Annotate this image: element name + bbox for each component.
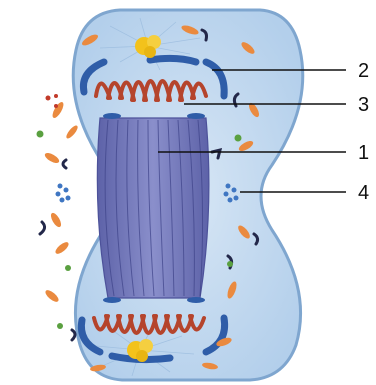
spindle-fibers	[97, 118, 209, 298]
callout-label-1: 1	[358, 142, 369, 164]
callout-label-4: 4	[358, 182, 369, 204]
red-granules	[46, 94, 59, 108]
callout-label-2: 2	[358, 60, 369, 82]
callout-label-3: 3	[358, 94, 369, 116]
